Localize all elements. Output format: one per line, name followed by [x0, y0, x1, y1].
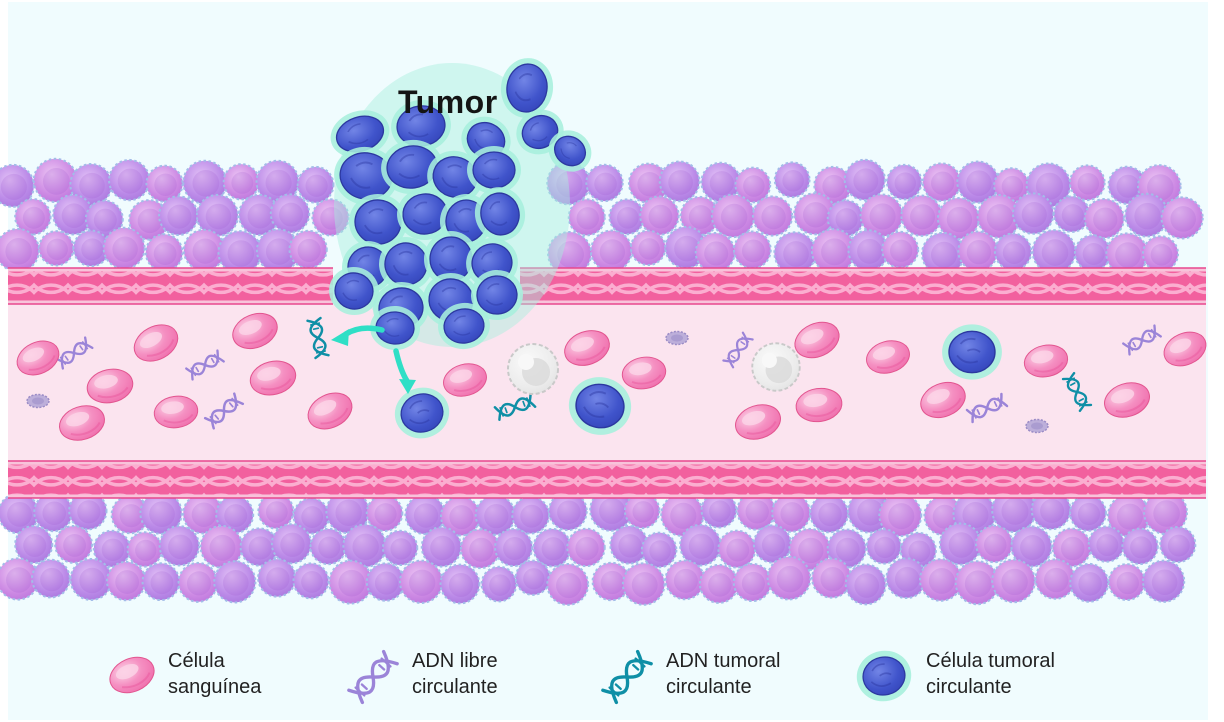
- tissue-cell: [954, 560, 1000, 606]
- tissue-cell: [105, 560, 147, 602]
- tissue-cell: [881, 230, 920, 269]
- tissue-cell: [1142, 559, 1186, 603]
- tissue-cell: [547, 491, 588, 532]
- tissue-cell: [734, 166, 772, 204]
- tumor-cell: [438, 302, 490, 350]
- tissue-cell: [213, 560, 257, 604]
- release-arrows: [331, 325, 416, 394]
- tissue-cell: [658, 160, 701, 203]
- tissue-band-top: [0, 157, 1204, 277]
- tissue-cell: [843, 158, 886, 202]
- tissue-cell: [566, 527, 606, 568]
- tissue-cell: [1069, 494, 1107, 532]
- tumor-cell: [381, 139, 443, 195]
- tissue-cell: [809, 493, 849, 534]
- tumor-mass: [329, 58, 592, 351]
- tissue-cell: [766, 555, 812, 601]
- tissue-cell: [885, 163, 923, 201]
- tissue-cell: [773, 161, 811, 199]
- release-arrow: [331, 325, 385, 346]
- tumor-cell: [391, 99, 451, 153]
- tissue-cell: [365, 494, 404, 532]
- tissue-cell: [31, 558, 71, 599]
- tissue-cell: [32, 157, 79, 204]
- tissue-cell: [640, 531, 678, 569]
- tissue-cell: [1160, 196, 1204, 240]
- tissue-cell: [1121, 527, 1159, 566]
- tissue-cell: [751, 195, 794, 237]
- platelet: [1025, 418, 1049, 434]
- tumor-dna-icon: [601, 649, 653, 705]
- tissue-cell: [288, 229, 328, 270]
- tissue-cell: [325, 489, 370, 535]
- tissue-cell: [54, 524, 93, 564]
- tissue-cell: [1068, 164, 1106, 202]
- free-dna-icon: [347, 649, 399, 705]
- tumor-cell: [330, 110, 390, 158]
- tissue-cell: [865, 528, 903, 565]
- tissue-cell: [1159, 525, 1197, 564]
- tissue-cell: [158, 525, 201, 567]
- tumor-cell-icon: [854, 648, 914, 704]
- tumor-cell: [370, 305, 420, 351]
- legend-label: Célula sanguínea: [168, 650, 262, 699]
- tissue-cell: [84, 199, 124, 239]
- platelet: [26, 393, 50, 409]
- tissue-cell: [381, 529, 419, 567]
- legend-label: ADN tumoral circulante: [666, 650, 781, 699]
- tissue-cell: [1010, 525, 1053, 568]
- tumor-cell: [474, 187, 526, 241]
- legend-label: ADN libre circulante: [412, 650, 498, 699]
- tissue-cell: [991, 558, 1036, 604]
- legend-label: Célula tumoral circulante: [926, 650, 1055, 699]
- tissue-cell: [585, 163, 624, 203]
- tumor-cell: [471, 269, 523, 321]
- tissue-cell: [296, 165, 335, 204]
- tissue-cell: [826, 528, 867, 569]
- tumor-cell: [500, 58, 554, 118]
- tissue-cell: [494, 527, 534, 568]
- tissue-cell: [621, 562, 666, 606]
- white-cell: [751, 342, 801, 392]
- tissue-cell: [844, 563, 887, 606]
- tissue-cell: [144, 233, 184, 273]
- blood-cell-icon: [104, 652, 160, 698]
- tumor-cell: [379, 237, 433, 291]
- tissue-cell: [567, 198, 606, 237]
- tissue-cell: [311, 198, 350, 237]
- tissue-cell: [639, 195, 680, 236]
- tissue-cell: [993, 232, 1033, 271]
- tumor-cell: [467, 146, 521, 194]
- tissue-cell: [732, 230, 772, 270]
- tumor-cell: [329, 266, 379, 316]
- tissue-cell: [1083, 198, 1125, 240]
- platelet: [665, 330, 689, 346]
- tissue-cell: [439, 563, 481, 605]
- diagram-title: Tumor: [398, 84, 498, 120]
- tissue-cell: [14, 524, 54, 565]
- release-arrow: [393, 348, 416, 394]
- vessel-wall-top: [8, 267, 1206, 305]
- white-cell: [507, 343, 559, 395]
- tissue-cell: [14, 198, 52, 236]
- tumor-cell: [548, 130, 592, 172]
- legend: Célula sanguínea ADN libre circulante AD…: [0, 640, 1224, 722]
- tumor-cell: [349, 193, 407, 251]
- tissue-cell: [546, 563, 590, 606]
- tumor-cell: [424, 231, 478, 287]
- circulating-tumor-cell: [941, 323, 1003, 381]
- tissue-cell: [771, 492, 812, 533]
- tissue-band-bottom: [0, 487, 1197, 606]
- tissue-cell: [878, 493, 923, 538]
- tumor-cell: [334, 146, 398, 206]
- vessel-wall-bottom: [8, 460, 1206, 499]
- tissue-cell: [292, 562, 330, 600]
- tissue-cell: [938, 522, 982, 566]
